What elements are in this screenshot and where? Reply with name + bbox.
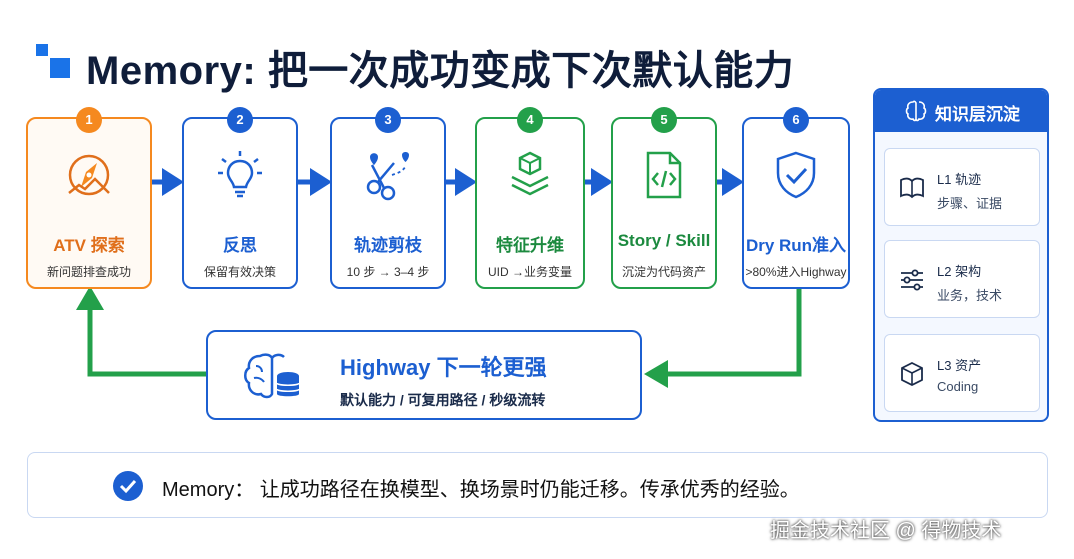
arrow-1-2 <box>152 168 184 196</box>
step-number: 6 <box>783 107 809 133</box>
step-label: Story / Skill <box>617 231 711 250</box>
knowledge-layer-l1: L1 轨迹 步骤、证据 <box>884 148 1040 226</box>
layer-title: L2 架构 <box>937 264 982 279</box>
brain-database-icon <box>244 353 300 399</box>
layers-icon <box>511 151 549 196</box>
step-trajectory-prune: 3 轨迹剪枝 10 步 → 3–4 步 <box>330 107 446 289</box>
arrow-5-6 <box>717 168 744 196</box>
arrow-highway-to-1 <box>76 286 206 377</box>
step-label: ATV 探索 <box>53 236 125 255</box>
step-atv-explore: 1 ATV 探索 新问题排查成功 <box>26 107 152 289</box>
check-circle-icon <box>113 471 143 501</box>
knowledge-header: 知识层沉淀 <box>875 90 1047 132</box>
knowledge-title: 知识层沉淀 <box>935 105 1020 124</box>
step-number: 2 <box>227 107 253 133</box>
sliders-icon <box>901 269 923 291</box>
arrow-4-5 <box>585 168 613 196</box>
layer-title: L1 轨迹 <box>937 172 982 187</box>
step-sub: 新问题排查成功 <box>46 265 131 279</box>
layer-desc: Coding <box>937 379 979 394</box>
step-feature-lift: 4 特征升维 UID →业务变量 <box>475 107 585 289</box>
shield-check-icon <box>776 151 816 199</box>
knowledge-layer-panel: 知识层沉淀 L1 轨迹 步骤、证据 L2 架构 业务，技术 L3 资产 Codi… <box>873 88 1049 422</box>
arrow-2-3 <box>298 168 332 196</box>
step-story-skill: 5 Story / Skill 沉淀为代码资产 <box>611 107 717 289</box>
step-number: 4 <box>517 107 543 133</box>
highway-title: Highway 下一轮更强 <box>340 355 547 380</box>
summary-bar: Memory： 让成功路径在换模型、换场景时仍能迁移。传承优秀的经验。 <box>27 452 1048 518</box>
book-icon <box>900 177 924 199</box>
layer-title: L3 资产 <box>937 358 982 373</box>
knowledge-layer-l3: L3 资产 Coding <box>884 334 1040 412</box>
lightbulb-icon <box>218 151 262 198</box>
step-sub: 保留有效决策 <box>203 265 276 279</box>
step-number: 1 <box>76 107 102 133</box>
step-sub: 沉淀为代码资产 <box>621 265 706 279</box>
page-title: Memory: 把一次成功变成下次默认能力 <box>86 49 795 93</box>
scissors-icon <box>366 152 409 201</box>
step-label: 反思 <box>223 236 257 255</box>
brain-icon <box>905 100 927 122</box>
layer-desc: 步骤、证据 <box>937 196 1003 211</box>
summary-text: Memory： 让成功路径在换模型、换场景时仍能迁移。传承优秀的经验。 <box>162 479 800 501</box>
step-sub: 10 步 → 3–4 步 <box>346 265 430 279</box>
cube-icon <box>901 361 923 387</box>
title-logo-icon <box>36 44 70 78</box>
compass-icon <box>68 154 110 196</box>
step-sub: >80%进入Highway <box>745 265 847 279</box>
code-file-icon <box>646 151 682 199</box>
knowledge-layer-l2: L2 架构 业务，技术 <box>884 240 1040 318</box>
step-label: Dry Run准入 <box>745 236 847 255</box>
highway-subtitle: 默认能力 / 可复用路径 / 秒级流转 <box>340 392 546 408</box>
arrow-3-4 <box>446 168 477 196</box>
layer-desc: 业务，技术 <box>937 288 1003 303</box>
watermark: 掘金技术社区 @ 得物技术 <box>770 520 1002 542</box>
step-sub: UID →业务变量 <box>487 265 572 279</box>
step-label: 特征升维 <box>496 236 564 255</box>
step-dry-run-admit: 6 Dry Run准入 >80%进入Highway <box>742 107 850 289</box>
step-reflect: 2 反思 保留有效决策 <box>182 107 298 289</box>
step-number: 3 <box>375 107 401 133</box>
step-number: 5 <box>651 107 677 133</box>
arrow-6-to-highway <box>644 289 802 388</box>
step-label: 轨迹剪枝 <box>354 236 422 255</box>
highway-box: Highway 下一轮更强 默认能力 / 可复用路径 / 秒级流转 <box>206 330 642 420</box>
